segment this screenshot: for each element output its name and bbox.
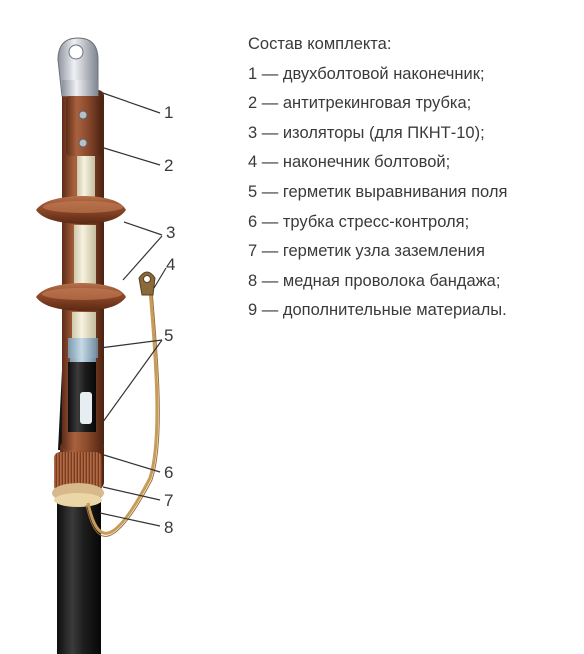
callout-2: 2 bbox=[164, 156, 173, 175]
field-equalizing-sealant bbox=[68, 338, 98, 358]
legend-item-4: 4 — наконечник болтовой; bbox=[248, 153, 451, 172]
insulator-shed-upper bbox=[36, 196, 126, 224]
legend-item-6: 6 — трубка стресс-контроля; bbox=[248, 212, 470, 231]
callout-6: 6 bbox=[164, 463, 173, 482]
callout-4: 4 bbox=[166, 255, 175, 274]
anti-tracking-tube bbox=[62, 90, 104, 450]
legend-item-9: 9 — дополнительные материалы. bbox=[248, 301, 507, 320]
bolt-lug-ground bbox=[138, 271, 156, 296]
callout-3: 3 bbox=[166, 223, 175, 242]
copper-wire-bandage bbox=[85, 289, 160, 537]
callout-5: 5 bbox=[164, 326, 173, 345]
grounding-sealant bbox=[52, 483, 104, 507]
legend-item-3: 3 — изоляторы (для ПКНТ-10); bbox=[248, 123, 485, 142]
legend-title: Состав комплекта: bbox=[248, 35, 392, 53]
leader-lines bbox=[99, 91, 167, 527]
cable-body bbox=[57, 490, 101, 654]
kit-contents-legend: Состав комплекта: 1 — двухболтовой након… bbox=[248, 30, 578, 326]
insulator-shed-lower bbox=[36, 283, 126, 311]
legend-item-1: 1 — двухболтовой наконечник; bbox=[248, 64, 485, 83]
callout-1: 1 bbox=[164, 103, 173, 122]
callout-8: 8 bbox=[164, 518, 173, 537]
legend-item-5: 5 — герметик выравнивания поля bbox=[248, 182, 508, 201]
legend-item-2: 2 — антитрекинговая трубка; bbox=[248, 94, 472, 113]
two-bolt-lug bbox=[57, 37, 102, 156]
legend-item-7: 7 — герметик узла заземления bbox=[248, 242, 485, 261]
legend-item-8: 8 — медная проволока бандажа; bbox=[248, 271, 501, 290]
callout-7: 7 bbox=[164, 491, 173, 510]
